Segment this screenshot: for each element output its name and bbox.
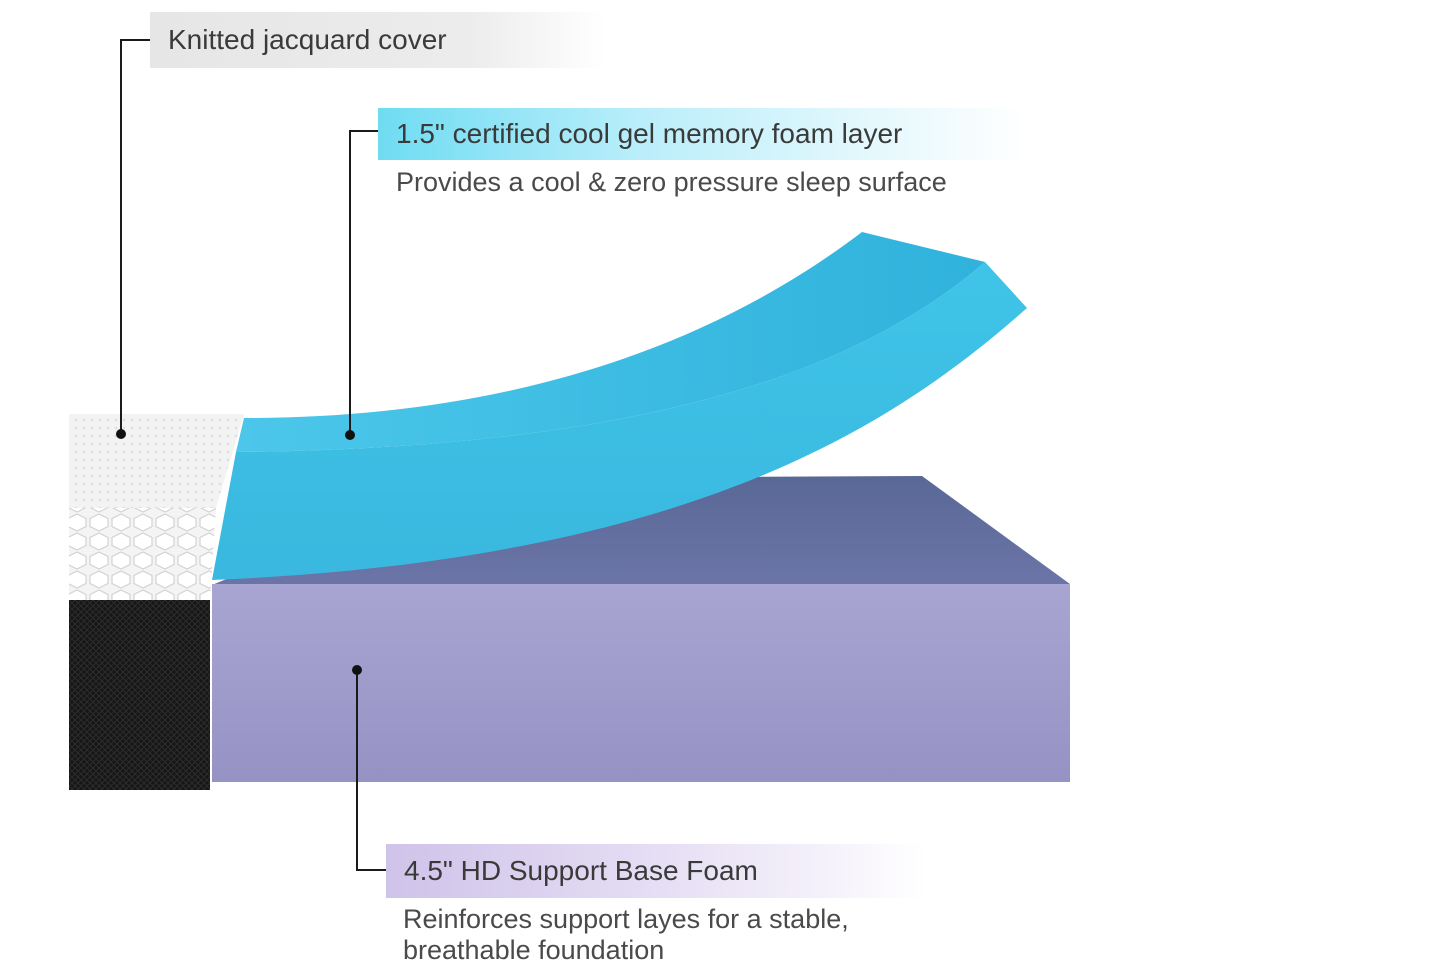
base-foam-description: Reinforces support layes for a stable, b… xyxy=(403,904,963,966)
gel-layer-label: 1.5" certified cool gel memory foam laye… xyxy=(378,108,1028,160)
gel-foam-top-surface xyxy=(236,232,985,452)
leader-dots xyxy=(116,429,362,675)
base-foam-label: 4.5" HD Support Base Foam xyxy=(386,844,926,898)
gel-marker-dot xyxy=(345,430,355,440)
gel-leader-line xyxy=(349,130,378,435)
cover-top-surface xyxy=(69,414,244,508)
gel-foam-side xyxy=(212,262,1027,580)
gel-foam-layer xyxy=(212,232,1027,580)
leader-lines xyxy=(120,39,386,871)
base-foam-description-line2: breathable foundation xyxy=(403,935,665,965)
gel-layer-description: Provides a cool & zero pressure sleep su… xyxy=(396,167,947,197)
base-foam-description-line1: Reinforces support layes for a stable, xyxy=(403,904,849,934)
cover-bottom-mesh xyxy=(69,600,210,790)
cover-label: Knitted jacquard cover xyxy=(150,12,605,68)
base-marker-dot xyxy=(352,665,362,675)
base-foam-front xyxy=(212,584,1070,782)
cover-leader-line xyxy=(120,39,150,434)
cover-marker-dot xyxy=(116,429,126,439)
base-leader-line xyxy=(356,670,386,871)
cover-block xyxy=(69,414,244,790)
cover-side-quilted xyxy=(69,508,216,600)
